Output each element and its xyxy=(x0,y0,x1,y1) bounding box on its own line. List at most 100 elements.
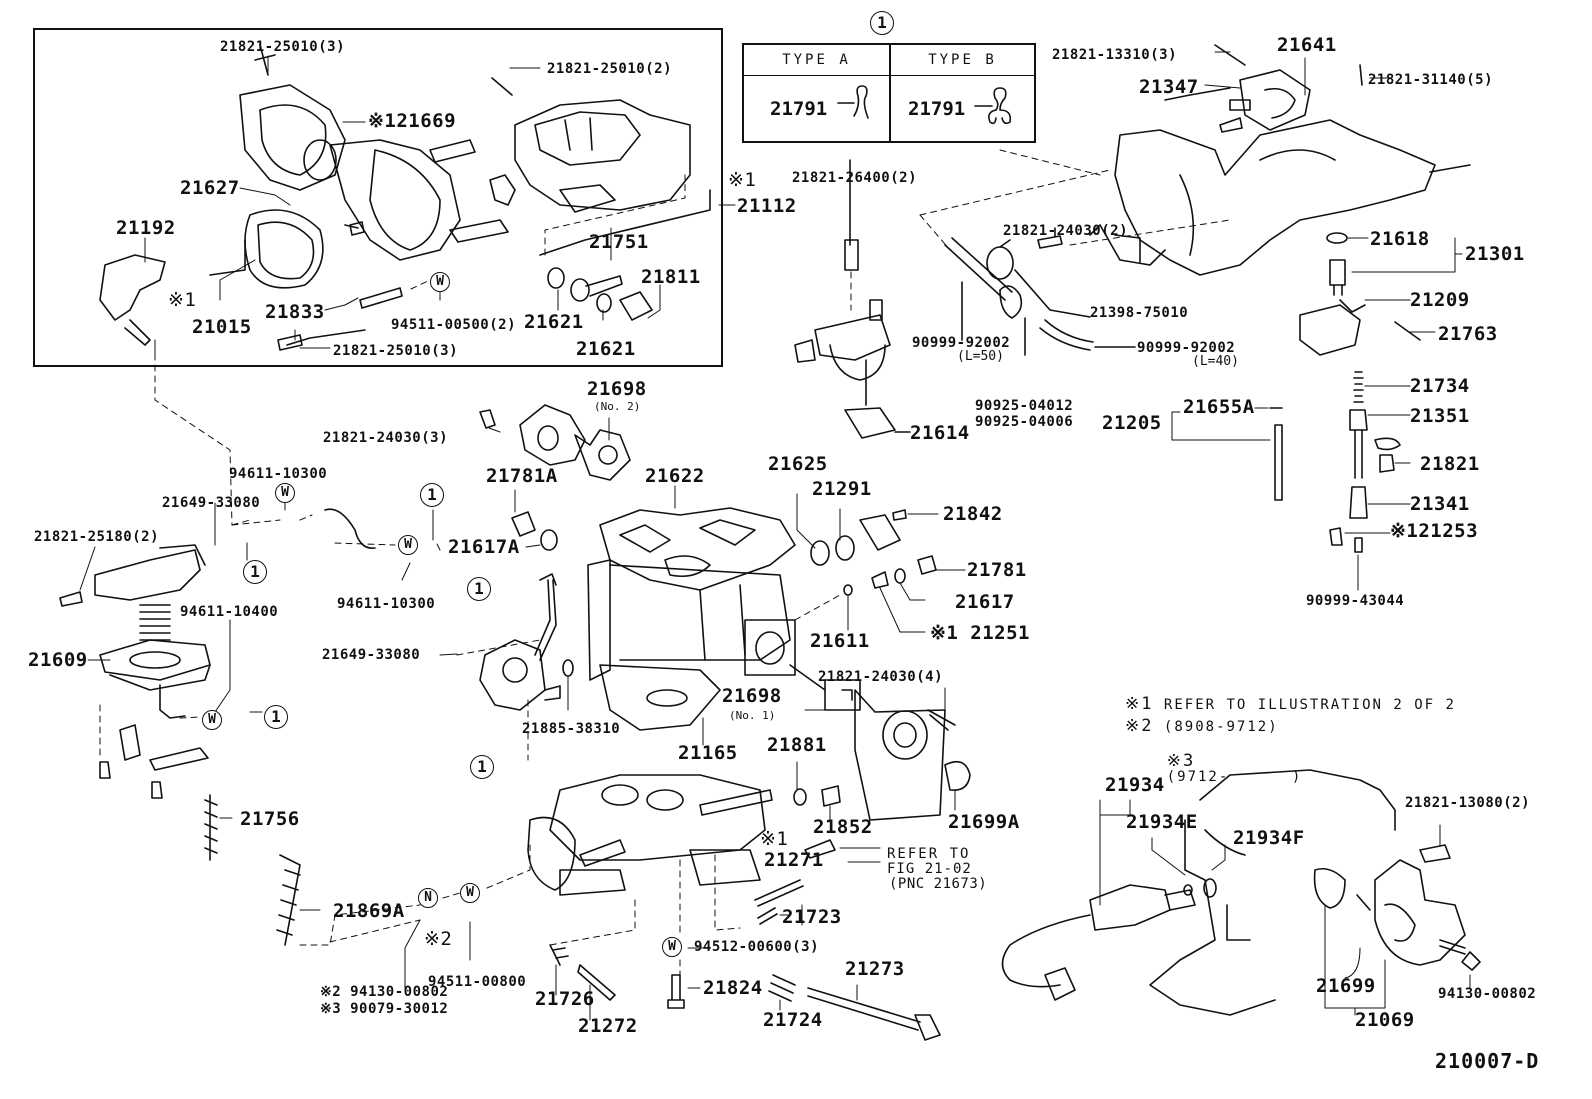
part-label[interactable]: 21112 xyxy=(737,195,797,217)
part-label[interactable]: 21842 xyxy=(943,503,1003,525)
part-label[interactable]: 21781A xyxy=(486,465,558,487)
part-label[interactable]: 21609 xyxy=(28,649,88,671)
part-label[interactable]: 21821-24030(3) xyxy=(323,430,449,446)
part-label[interactable]: 21821 xyxy=(1420,453,1480,475)
part-label[interactable]: 21398-75010 xyxy=(1090,305,1189,321)
part-label[interactable]: 21724 xyxy=(763,1009,823,1031)
part-label[interactable]: 90999-43044 xyxy=(1306,593,1405,609)
part-label[interactable]: 21192 xyxy=(116,217,176,239)
part-label[interactable]: 21756 xyxy=(240,808,300,830)
part-label[interactable]: 21618 xyxy=(1370,228,1430,250)
part-label[interactable]: 94512-00600(3) xyxy=(694,939,820,955)
part-label[interactable]: 94130-00802 xyxy=(1438,986,1537,1002)
part-label[interactable]: 21165 xyxy=(678,742,738,764)
part-label[interactable]: ※1 21251 xyxy=(930,622,1030,644)
part-label[interactable]: 21821-25010(3) xyxy=(333,343,459,359)
part-label[interactable]: 21869A xyxy=(333,900,405,922)
part-label[interactable]: 21611 xyxy=(810,630,870,652)
part-label[interactable]: 21649-33080 xyxy=(162,495,261,511)
part-label[interactable]: 21821-25180(2) xyxy=(34,529,160,545)
part-label[interactable]: 21934E xyxy=(1126,811,1198,833)
part-label[interactable]: 21699 xyxy=(1316,975,1376,997)
part-label[interactable]: 21698 xyxy=(722,685,782,707)
part-label[interactable]: 21821-31140(5) xyxy=(1368,72,1494,88)
part-label[interactable]: 21272 xyxy=(578,1015,638,1037)
part-label[interactable]: ※3 90079-30012 xyxy=(320,1001,449,1017)
part-label[interactable]: 21627 xyxy=(180,177,240,199)
type-b-part-number[interactable]: 21791 xyxy=(908,98,966,120)
washer-marker: W xyxy=(275,483,295,503)
part-label[interactable]: 21781 xyxy=(967,559,1027,581)
part-label[interactable]: 21833 xyxy=(265,301,325,323)
part-label[interactable]: 21881 xyxy=(767,734,827,756)
part-label[interactable]: 21621 xyxy=(524,311,584,333)
part-label[interactable]: 21821-13080(2) xyxy=(1405,795,1531,811)
part-label[interactable]: 21723 xyxy=(782,906,842,928)
part-label[interactable]: 21824 xyxy=(703,977,763,999)
part-label[interactable]: 90925-04012 xyxy=(975,398,1074,414)
part-label[interactable]: 21699A xyxy=(948,811,1020,833)
part-label[interactable]: 21621 xyxy=(576,338,636,360)
part-label[interactable]: ※2 xyxy=(424,928,453,950)
part-label[interactable]: 21301 xyxy=(1465,243,1525,265)
part-label[interactable]: ※1 xyxy=(168,289,197,311)
part-label[interactable]: 21351 xyxy=(1410,405,1470,427)
part-label[interactable]: 21821-25010(2) xyxy=(547,61,673,77)
part-label[interactable]: 21649-33080 xyxy=(322,647,421,663)
part-label[interactable]: 21821-24030(2) xyxy=(1003,223,1129,239)
part-label[interactable]: 21811 xyxy=(641,266,701,288)
part-label[interactable]: 21015 xyxy=(192,316,252,338)
part-label[interactable]: 21347 xyxy=(1139,76,1199,98)
part-label[interactable]: 94511-00500(2) xyxy=(391,317,517,333)
part-label[interactable]: 21617 xyxy=(955,591,1015,613)
part-label[interactable]: 21291 xyxy=(812,478,872,500)
part-label[interactable]: 21205 xyxy=(1102,412,1162,434)
throttle-body-drawing xyxy=(209,84,509,289)
type-a-cell: 21791 xyxy=(744,76,889,139)
refer-note-line2[interactable]: FIG 21-02 xyxy=(887,861,972,877)
part-label[interactable]: 21821-24030(4) xyxy=(818,669,944,685)
part-label[interactable]: ※1 xyxy=(728,169,757,191)
part-label[interactable]: 94511-00800 xyxy=(428,974,527,990)
washer-marker: W xyxy=(430,272,450,292)
part-label[interactable]: 21617A xyxy=(448,536,520,558)
part-label[interactable]: 21622 xyxy=(645,465,705,487)
note-2: ※2 (8908-9712) xyxy=(1125,718,1279,735)
part-label[interactable]: 21751 xyxy=(589,231,649,253)
part-label[interactable]: 90925-04006 xyxy=(975,414,1074,430)
part-label[interactable]: 21655A xyxy=(1183,396,1255,418)
part-label[interactable]: 94611-10400 xyxy=(180,604,279,620)
part-label[interactable]: ※2 94130-00802 xyxy=(320,984,449,1000)
type-a-part-number[interactable]: 21791 xyxy=(770,98,828,120)
part-label[interactable]: 21763 xyxy=(1438,323,1498,345)
part-label[interactable]: 21625 xyxy=(768,453,828,475)
part-label[interactable]: 21734 xyxy=(1410,375,1470,397)
part-label[interactable]: 21852 xyxy=(813,816,873,838)
part-label[interactable]: 21821-25010(3) xyxy=(220,39,346,55)
part-label[interactable]: 21934F xyxy=(1233,827,1305,849)
part-label[interactable]: 90999-92002 xyxy=(912,335,1011,351)
part-label[interactable]: 90999-92002 xyxy=(1137,340,1236,356)
part-label[interactable]: ※121253 xyxy=(1390,520,1479,542)
part-label[interactable]: 21209 xyxy=(1410,289,1470,311)
part-label[interactable]: 21698 xyxy=(587,378,647,400)
part-label[interactable]: 21614 xyxy=(910,422,970,444)
part-label[interactable]: 21726 xyxy=(535,988,595,1010)
part-label[interactable]: ※1 xyxy=(760,828,789,850)
part-label[interactable]: 21273 xyxy=(845,958,905,980)
part-label[interactable]: 21069 xyxy=(1355,1009,1415,1031)
note-3: ※3 (9712- ) xyxy=(1125,739,1302,798)
part-label[interactable]: 94611-10300 xyxy=(337,596,436,612)
engine-mount-drawing xyxy=(1313,844,1481,971)
part-label-sub: (No. 2) xyxy=(594,400,641,413)
part-label[interactable]: 21821-26400(2) xyxy=(792,170,918,186)
part-label[interactable]: 21885-38310 xyxy=(522,721,621,737)
carburetor-top-drawing xyxy=(489,99,691,213)
part-label[interactable]: 21341 xyxy=(1410,493,1470,515)
part-label[interactable]: 21934 xyxy=(1105,774,1165,796)
part-label[interactable]: ※121669 xyxy=(368,110,457,132)
part-label[interactable]: 21641 xyxy=(1277,34,1337,56)
part-label[interactable]: 94611-10300 xyxy=(229,466,328,482)
part-label[interactable]: 21271 xyxy=(764,849,824,871)
part-label[interactable]: 21821-13310(3) xyxy=(1052,47,1178,63)
